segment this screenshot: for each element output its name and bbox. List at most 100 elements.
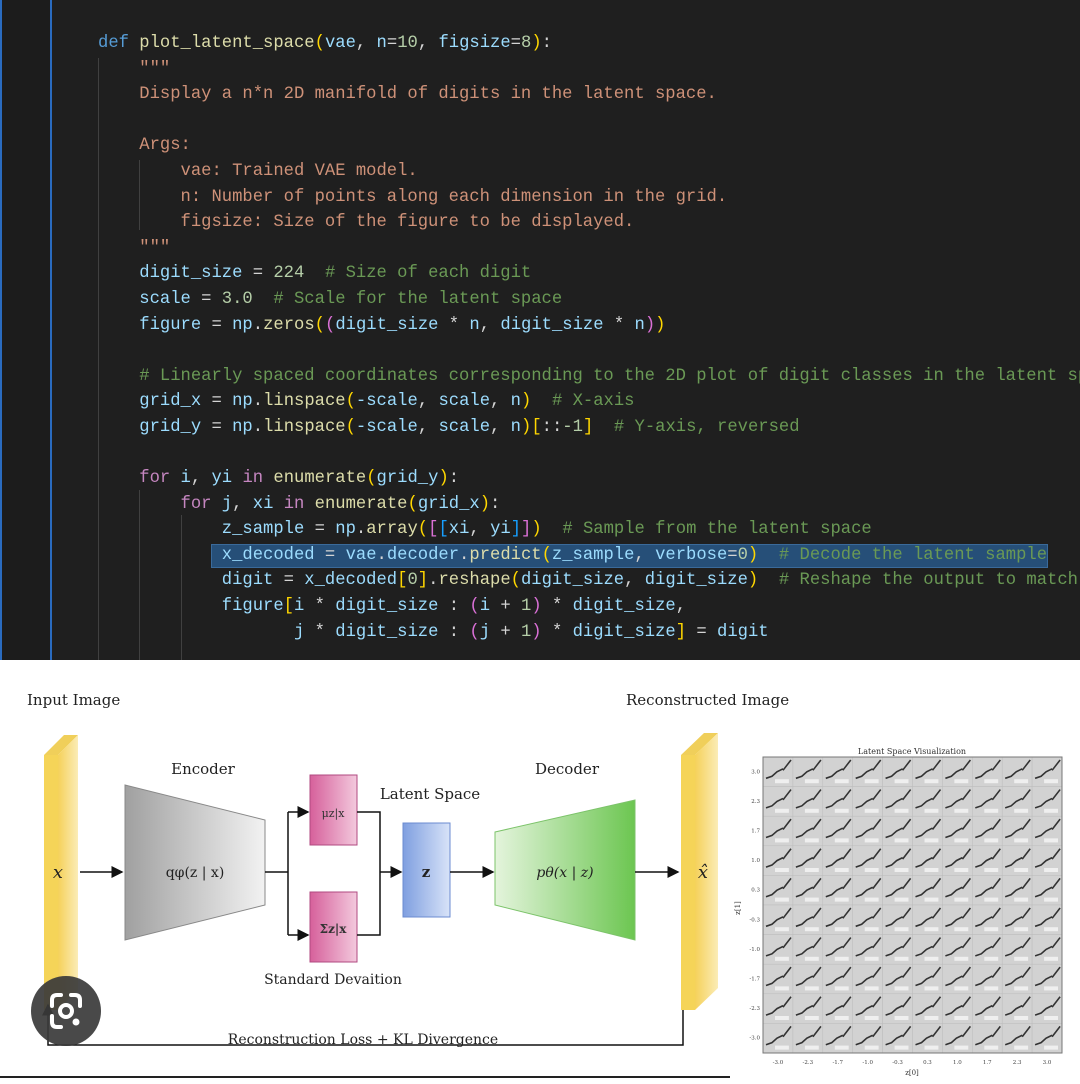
latent-tile: [942, 756, 973, 787]
code-line[interactable]: [98, 441, 1080, 467]
code-line[interactable]: grid_x = np.linspace(-scale, scale, n) #…: [98, 389, 1080, 415]
code-token: 1: [520, 597, 532, 617]
latent-tile: [912, 756, 943, 787]
code-line[interactable]: [98, 338, 1080, 364]
code-line[interactable]: for j, xi in enumerate(grid_x):: [98, 492, 1080, 518]
code-token: # Y-axis, reversed: [593, 417, 800, 437]
code-token: verbose: [655, 545, 728, 565]
latent-tile: [762, 815, 794, 847]
code-line[interactable]: grid_y = np.linspace(-scale, scale, n)[:…: [98, 415, 1080, 441]
latent-tile: [822, 993, 853, 1024]
code-token: enumerate: [314, 494, 408, 514]
code-token: z_sample: [98, 520, 305, 540]
latent-tile: [1001, 756, 1033, 787]
latent-tile: [882, 756, 913, 787]
code-line[interactable]: vae: Trained VAE model.: [98, 159, 1080, 185]
code-token: .: [428, 571, 439, 591]
z-symbol: z: [422, 863, 431, 881]
code-line[interactable]: figure = np.zeros((digit_size * n, digit…: [98, 313, 1080, 339]
code-token: figure: [98, 315, 202, 335]
code-line[interactable]: figsize: Size of the figure to be displa…: [98, 210, 1080, 236]
code-token: 3.0: [221, 289, 253, 309]
latent-tile: [762, 993, 794, 1024]
code-line[interactable]: digit = x_decoded[0].reshape(digit_size,…: [98, 568, 1080, 594]
code-line[interactable]: [98, 108, 1080, 134]
code-token: -scale: [355, 392, 418, 412]
y-tick-label: -1.7: [749, 976, 760, 982]
code-token: ): [747, 571, 759, 591]
code-line[interactable]: scale = 3.0 # Scale for the latent space: [98, 287, 1080, 313]
code-line[interactable]: j * digit_size : (j + 1) * digit_size] =…: [98, 620, 1080, 646]
code-token: ,: [490, 392, 511, 412]
latent-tile: [822, 934, 853, 965]
code-token: ,: [624, 571, 645, 591]
y-tick-label: 1.7: [751, 828, 760, 834]
code-line[interactable]: digit_size = 224 # Size of each digit: [98, 261, 1080, 287]
latent-tile: [852, 963, 883, 995]
code-content[interactable]: def plot_latent_space(vae, n=10, figsize…: [98, 31, 1080, 645]
latent-tile: [852, 815, 883, 847]
code-line[interactable]: Display a n*n 2D manifold of digits in t…: [98, 82, 1080, 108]
code-token: ): [747, 545, 759, 565]
latent-tile: [972, 904, 1003, 935]
code-token: scale: [438, 392, 491, 412]
code-token: z_sample: [551, 545, 635, 565]
code-line[interactable]: """: [98, 57, 1080, 83]
latent-tile: [822, 786, 853, 817]
latent-tile: [882, 875, 913, 906]
latent-tile: [882, 934, 913, 965]
code-token: ): [531, 34, 542, 53]
code-token: zeros: [263, 315, 315, 335]
code-token: ]: [675, 622, 687, 642]
code-token: ,: [479, 315, 501, 335]
code-token: n: [510, 417, 521, 437]
code-line[interactable]: z_sample = np.array([[xi, yi]]) # Sample…: [98, 517, 1080, 543]
code-token: *: [438, 315, 470, 335]
indent-guide: [98, 58, 99, 660]
latent-tile: [912, 815, 943, 847]
code-editor[interactable]: def plot_latent_space(vae, n=10, figsize…: [0, 0, 1080, 660]
code-token: =: [727, 545, 738, 565]
code-token: (: [417, 520, 429, 540]
google-lens-button[interactable]: [31, 976, 101, 1046]
code-token: ,: [469, 520, 491, 540]
latent-tile: [972, 845, 1003, 876]
code-token: xi: [448, 520, 470, 540]
code-token: ]: [582, 417, 594, 437]
code-token: x_decoded: [304, 571, 398, 591]
code-token: *: [304, 622, 336, 642]
latent-tile: [852, 756, 883, 787]
code-token: j: [221, 494, 233, 514]
latent-tile: [942, 786, 973, 817]
code-line[interactable]: for i, yi in enumerate(grid_y):: [98, 466, 1080, 492]
code-line[interactable]: def plot_latent_space(vae, n=10, figsize…: [98, 31, 1080, 57]
code-token: digit_size: [520, 571, 625, 591]
code-token: 1: [520, 622, 532, 642]
code-token: -1: [562, 417, 583, 437]
code-line[interactable]: Args:: [98, 133, 1080, 159]
code-token: .: [252, 417, 264, 437]
code-line[interactable]: figure[i * digit_size : (i + 1) * digit_…: [98, 594, 1080, 620]
code-token: ): [531, 520, 542, 540]
latent-tile: [942, 845, 973, 876]
latent-tile: [1001, 993, 1033, 1024]
latent-tile: [942, 963, 973, 995]
code-line-selected[interactable]: x_decoded = vae.decoder.predict(z_sample…: [98, 543, 1080, 569]
latent-tile: [882, 845, 913, 876]
decoder-function: pθ(x | z): [536, 865, 593, 881]
latent-tile: [882, 963, 913, 995]
code-token: (: [345, 392, 356, 412]
latent-tile: [822, 904, 853, 935]
decoder-label: Decoder: [535, 760, 600, 778]
code-token: n: [634, 315, 645, 335]
code-token: i: [180, 469, 191, 489]
latent-tile: [852, 993, 883, 1024]
code-token: # Scale for the latent space: [252, 289, 563, 309]
code-token: ): [644, 315, 656, 335]
latent-tile: [912, 875, 943, 906]
plot-frame: [762, 756, 1063, 1054]
code-line[interactable]: """: [98, 236, 1080, 262]
code-line[interactable]: n: Number of points along each dimension…: [98, 185, 1080, 211]
code-token: # Reshape the output to match: [758, 571, 1078, 591]
code-line[interactable]: # Linearly spaced coordinates correspond…: [98, 364, 1080, 390]
